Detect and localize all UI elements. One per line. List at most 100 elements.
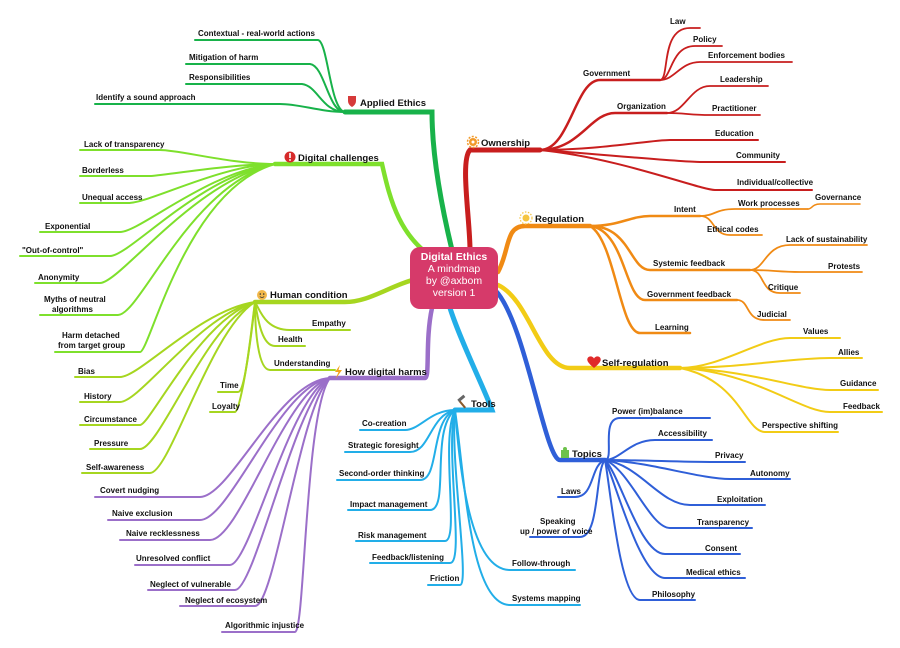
item-empathy: Empathy bbox=[312, 319, 346, 328]
central-topic: Digital Ethics A mindmap by @axbom versi… bbox=[410, 247, 498, 309]
branch-label-human-condition: Human condition bbox=[270, 290, 348, 301]
branch-how-digital-harms bbox=[94, 305, 435, 633]
face-icon bbox=[257, 290, 267, 300]
item-learning: Learning bbox=[655, 323, 689, 332]
central-line-3: version 1 bbox=[432, 287, 476, 299]
shield-icon bbox=[348, 96, 356, 107]
item-exploitation: Exploitation bbox=[717, 495, 763, 504]
item-pressure: Pressure bbox=[94, 439, 129, 448]
item-power-imbalance: Power (im)balance bbox=[612, 407, 683, 416]
item-guidance: Guidance bbox=[840, 379, 877, 388]
item-critique: Critique bbox=[768, 283, 799, 292]
item-risk-management: Risk management bbox=[358, 531, 427, 540]
item-privacy: Privacy bbox=[715, 451, 744, 460]
item-follow-through: Follow-through bbox=[512, 559, 570, 568]
branch-applied-ethics bbox=[94, 39, 455, 253]
central-line-1: A mindmap bbox=[427, 263, 481, 275]
item-community: Community bbox=[736, 151, 781, 160]
item-sound-approach: Identify a sound approach bbox=[96, 93, 196, 102]
item-feedback: Feedback bbox=[843, 402, 880, 411]
branch-label-ownership: Ownership bbox=[481, 138, 530, 149]
branch-label-self-regulation: Self-regulation bbox=[602, 358, 669, 369]
item-target-group: from target group bbox=[58, 341, 125, 350]
item-systems-mapping: Systems mapping bbox=[512, 594, 581, 603]
item-contextual: Contextual - real-world actions bbox=[198, 29, 315, 38]
item-unresolved-conflict: Unresolved conflict bbox=[136, 554, 211, 563]
puzzle-icon bbox=[561, 447, 569, 458]
branch-label-applied-ethics: Applied Ethics bbox=[360, 98, 426, 109]
item-algorithms: algorithms bbox=[52, 305, 93, 314]
hammer-icon bbox=[457, 394, 466, 409]
item-government-feedback: Government feedback bbox=[647, 290, 732, 299]
item-accessibility: Accessibility bbox=[658, 429, 707, 438]
branch-ownership bbox=[463, 27, 813, 253]
item-enforcement-bodies: Enforcement bodies bbox=[708, 51, 785, 60]
branch-label-topics: Topics bbox=[572, 449, 602, 460]
item-self-awareness: Self-awareness bbox=[86, 463, 145, 472]
branch-topics bbox=[492, 287, 791, 601]
sun-icon bbox=[519, 211, 533, 225]
item-understanding: Understanding bbox=[274, 359, 331, 368]
item-medical-ethics: Medical ethics bbox=[686, 568, 741, 577]
item-friction: Friction bbox=[430, 574, 459, 583]
branch-human-condition bbox=[74, 275, 423, 474]
item-protests: Protests bbox=[828, 262, 861, 271]
item-perspective-shifting: Perspective shifting bbox=[762, 421, 838, 430]
item-speaking: Speaking bbox=[540, 517, 576, 526]
item-ethical-codes: Ethical codes bbox=[707, 225, 759, 234]
item-impact-management: Impact management bbox=[350, 500, 428, 509]
item-judicial: Judicial bbox=[757, 310, 787, 319]
item-responsibilities: Responsibilities bbox=[189, 73, 251, 82]
central-line-2: by @axbom bbox=[425, 275, 483, 287]
item-autonomy: Autonomy bbox=[750, 469, 790, 478]
branch-label-how-digital-harms: How digital harms bbox=[345, 367, 427, 378]
item-borderless: Borderless bbox=[82, 166, 124, 175]
item-time: Time bbox=[220, 381, 239, 390]
item-feedback-listening: Feedback/listening bbox=[372, 553, 444, 562]
item-history: History bbox=[84, 392, 112, 401]
item-organization: Organization bbox=[617, 102, 666, 111]
branch-tools bbox=[336, 305, 581, 606]
lightning-icon bbox=[335, 365, 342, 379]
item-consent: Consent bbox=[705, 544, 737, 553]
item-second-order: Second-order thinking bbox=[339, 469, 424, 478]
item-lack-transparency: Lack of transparency bbox=[84, 140, 165, 149]
item-lack-sustainability: Lack of sustainability bbox=[786, 235, 868, 244]
item-loyalty: Loyalty bbox=[212, 402, 241, 411]
item-algorithmic-injustice: Algorithmic injustice bbox=[225, 621, 305, 630]
heart-icon bbox=[587, 356, 601, 368]
exclamation-icon bbox=[284, 151, 296, 163]
item-bias: Bias bbox=[78, 367, 95, 376]
branch-label-digital-challenges: Digital challenges bbox=[298, 153, 379, 164]
item-covert-nudging: Covert nudging bbox=[100, 486, 159, 495]
item-laws: Laws bbox=[561, 487, 582, 496]
item-leadership: Leadership bbox=[720, 75, 763, 84]
item-myths-neutral: Myths of neutral bbox=[44, 295, 106, 304]
item-neglect-vulnerable: Neglect of vulnerable bbox=[150, 580, 231, 589]
item-allies: Allies bbox=[838, 348, 860, 357]
branch-label-regulation: Regulation bbox=[535, 214, 584, 225]
item-policy: Policy bbox=[693, 35, 717, 44]
item-exponential: Exponential bbox=[45, 222, 90, 231]
branch-self-regulation bbox=[495, 282, 883, 433]
item-individual-collective: Individual/collective bbox=[737, 178, 814, 187]
item-anonymity: Anonymity bbox=[38, 273, 80, 282]
item-transparency: Transparency bbox=[697, 518, 750, 527]
item-mitigation: Mitigation of harm bbox=[189, 53, 258, 62]
item-practitioner: Practitioner bbox=[712, 104, 756, 113]
item-naive-exclusion: Naive exclusion bbox=[112, 509, 173, 518]
item-education: Education bbox=[715, 129, 754, 138]
item-philosophy: Philosophy bbox=[652, 590, 696, 599]
item-law: Law bbox=[670, 17, 686, 26]
item-values: Values bbox=[803, 327, 829, 336]
item-systemic-feedback: Systemic feedback bbox=[653, 259, 726, 268]
item-circumstance: Circumstance bbox=[84, 415, 137, 424]
item-harm-detached: Harm detached bbox=[62, 331, 120, 340]
item-government: Government bbox=[583, 69, 630, 78]
item-co-creation: Co-creation bbox=[362, 419, 407, 428]
branch-regulation bbox=[495, 203, 868, 335]
item-out-of-control: "Out-of-control" bbox=[22, 246, 84, 255]
item-intent: Intent bbox=[674, 205, 696, 214]
